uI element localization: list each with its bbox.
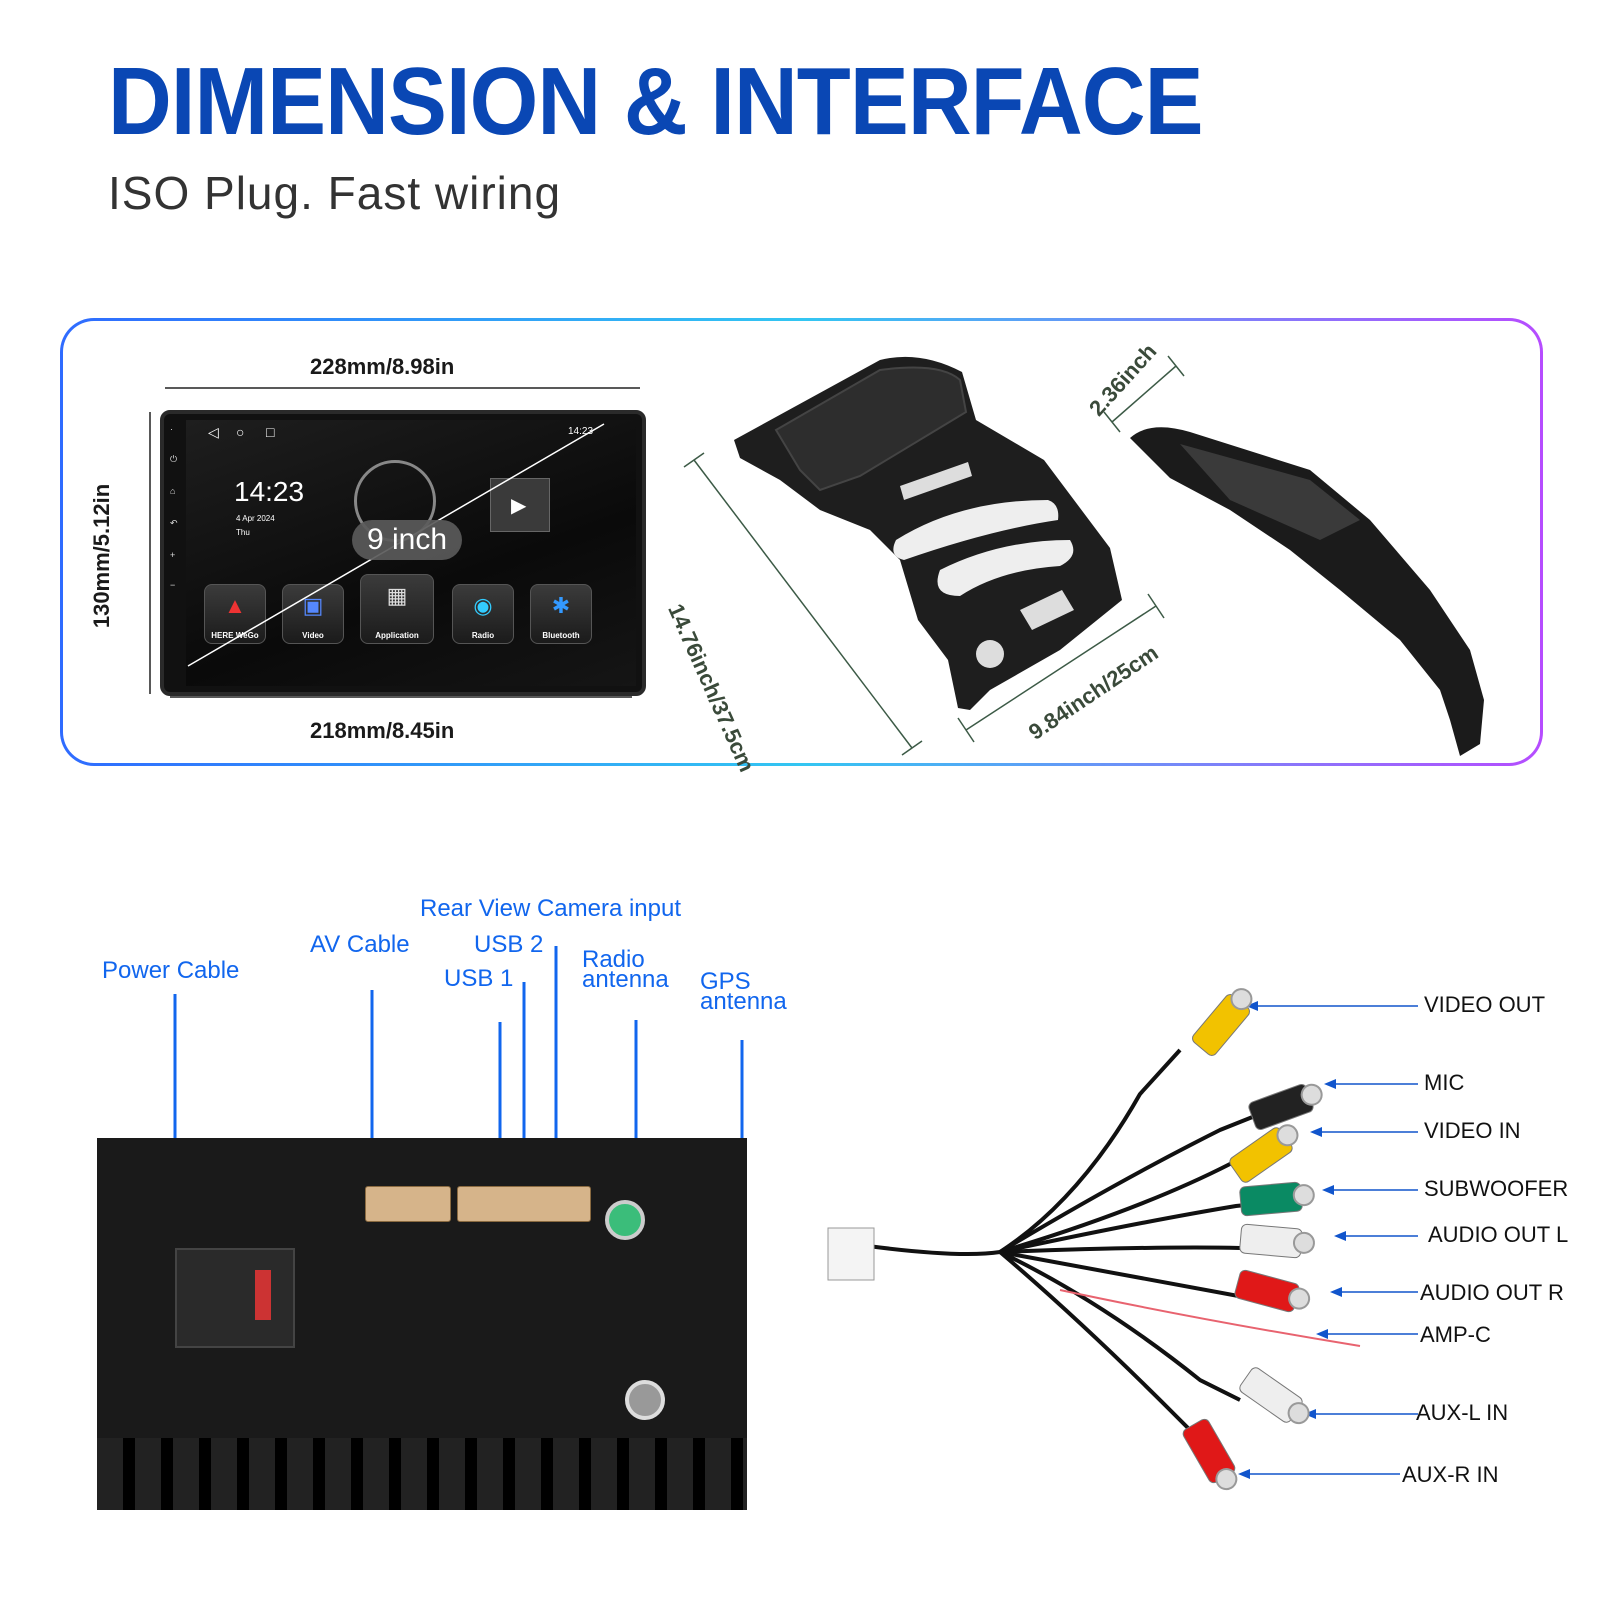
radio-antenna-label: Radio antenna bbox=[582, 946, 669, 993]
subwoofer-plug bbox=[1238, 1181, 1316, 1217]
aux-r-in-label: AUX-R IN bbox=[1402, 1462, 1499, 1487]
apps-grid-icon: ▦ bbox=[386, 583, 408, 608]
page-subtitle: ISO Plug. Fast wiring bbox=[108, 167, 562, 219]
date: 4 Apr 2024 bbox=[236, 514, 275, 523]
power-connector bbox=[175, 1248, 295, 1348]
harness-wires bbox=[867, 1048, 1261, 1442]
av-cable-label: AV Cable bbox=[310, 931, 410, 958]
subwoofer-label: SUBWOOFER bbox=[1424, 1176, 1569, 1201]
home-icon: ⌂ bbox=[170, 486, 176, 496]
volume-down-icon: − bbox=[170, 580, 176, 590]
back-icon: ↶ bbox=[170, 518, 178, 528]
volume-up-icon: + bbox=[170, 550, 176, 560]
harness-arrows bbox=[1244, 1005, 1418, 1475]
radio-icon: ◉ bbox=[473, 593, 493, 618]
clock: 14:23 bbox=[234, 476, 305, 507]
nav-back-icon: ◁ bbox=[208, 424, 219, 440]
gps-antenna-port bbox=[625, 1380, 665, 1420]
audio-out-l-plug bbox=[1238, 1223, 1316, 1259]
rear-camera-label: Rear View Camera input bbox=[420, 895, 682, 922]
mic-label: MIC bbox=[1424, 1070, 1465, 1095]
app-here-wego[interactable]: ▲ HERE WeGo bbox=[204, 584, 266, 644]
screen-size-badge: 9 inch bbox=[352, 520, 462, 560]
play-icon[interactable]: ▶ bbox=[511, 495, 527, 517]
video-icon: ▣ bbox=[302, 593, 324, 618]
gps-antenna-label: GPS antenna bbox=[700, 968, 787, 1015]
video-in-label: VIDEO IN bbox=[1424, 1118, 1521, 1143]
usb1-label: USB 1 bbox=[444, 965, 514, 992]
top-width-label: 228mm/8.98in bbox=[310, 354, 455, 379]
dash-frame-side bbox=[1130, 427, 1484, 756]
media-widget: ▶ bbox=[490, 478, 550, 532]
rear-panel bbox=[97, 1138, 747, 1510]
av-connector bbox=[365, 1186, 451, 1222]
nav-home-icon: ○ bbox=[236, 424, 245, 440]
status-time: 14:23 bbox=[568, 426, 594, 437]
weekday: Thu bbox=[236, 528, 250, 537]
aux-l-in-label: AUX-L IN bbox=[1416, 1400, 1509, 1425]
usb-camera-connector bbox=[457, 1186, 591, 1222]
nav-recents-icon: □ bbox=[266, 424, 275, 440]
head-unit-screen: · ⏻ ⌂ ↶ + − ◁ ○ □ 14:23 14:23 4 Apr 2024… bbox=[160, 410, 646, 696]
audio-out-l-label: AUDIO OUT L bbox=[1428, 1222, 1569, 1247]
app-bluetooth[interactable]: ✱ Bluetooth bbox=[530, 584, 592, 644]
app-application[interactable]: ▦ Application bbox=[360, 574, 434, 644]
usb2-label: USB 2 bbox=[474, 931, 544, 958]
audio-out-r-label: AUDIO OUT R bbox=[1420, 1280, 1564, 1305]
power-icon: ⏻ bbox=[170, 454, 178, 464]
mic-icon: · bbox=[170, 424, 173, 434]
navigation-icon: ▲ bbox=[224, 593, 246, 618]
amp-c-label: AMP-C bbox=[1420, 1322, 1491, 1347]
power-cable-label: Power Cable bbox=[102, 957, 240, 984]
bluetooth-icon: ✱ bbox=[551, 593, 571, 618]
bottom-width-label: 218mm/8.45in bbox=[310, 718, 455, 743]
app-radio[interactable]: ◉ Radio bbox=[452, 584, 514, 644]
page-title: DIMENSION & INTERFACE bbox=[108, 48, 1203, 155]
dash-frame-front bbox=[734, 356, 1122, 710]
height-label: 130mm/5.12in bbox=[89, 483, 115, 629]
video-out-label: VIDEO OUT bbox=[1424, 992, 1546, 1017]
radio-antenna-port bbox=[605, 1200, 645, 1240]
